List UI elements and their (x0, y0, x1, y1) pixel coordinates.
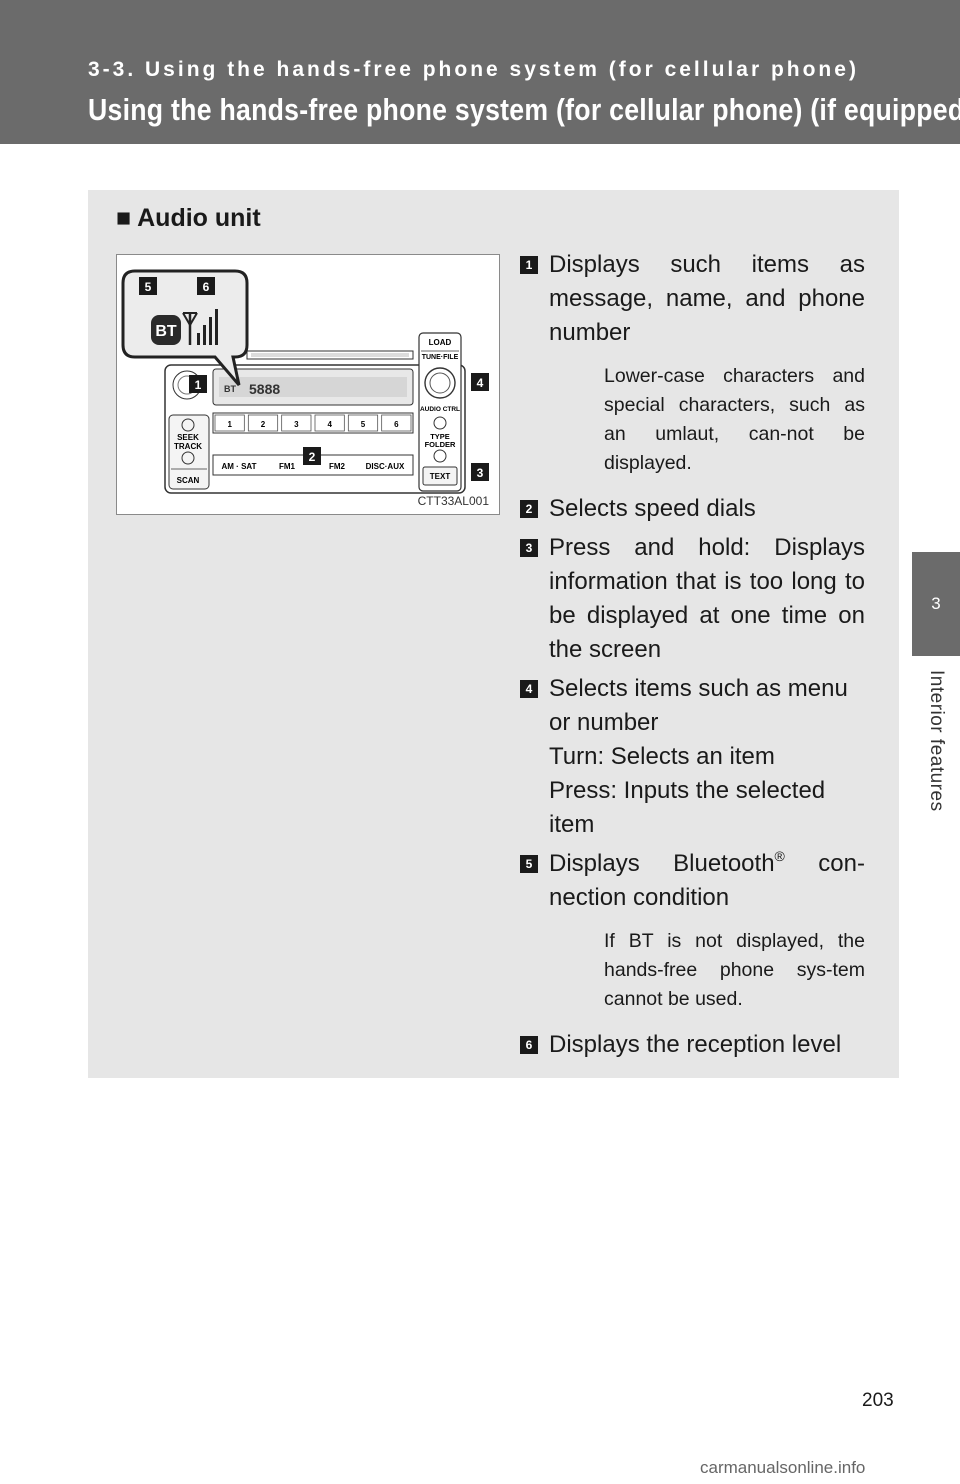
content-panel: ■ Audio unit SEEK TRACK SCAN 5888 BT (88, 190, 899, 1078)
registered-mark: ® (774, 848, 785, 864)
tune-knob (424, 367, 456, 399)
chapter-number: 3 (931, 594, 941, 613)
preset-label: 1 (227, 420, 232, 429)
callout-label: 1 (195, 378, 202, 392)
item-marker: 2 (520, 500, 538, 518)
note: Lower-case characters and special charac… (604, 365, 865, 474)
list-item: 1 Displays such items as message, name, … (520, 248, 865, 350)
preset-label: 6 (394, 420, 399, 429)
page-header: 3-3. Using the hands-free phone system (… (0, 0, 960, 144)
display-bt: BT (224, 384, 236, 394)
antenna-icon (182, 312, 198, 345)
preset-label: 2 (261, 420, 266, 429)
seek-down-icon (181, 451, 195, 465)
seek-up-icon (181, 418, 195, 432)
callout-marker-1 (189, 375, 207, 393)
bt-icon-text: BT (155, 323, 177, 340)
zoom-bubble (121, 269, 249, 386)
am-sat-button: AM · SAT (222, 462, 257, 471)
callout-label: 4 (477, 376, 484, 390)
list-item: 2 Selects speed dials (520, 492, 865, 526)
display-digits: 5888 (249, 381, 280, 397)
preset-label: 4 (327, 420, 332, 429)
track-label: TRACK (174, 442, 202, 451)
preset-button-5 (347, 414, 379, 432)
display-segments (219, 377, 407, 397)
tune-file-label: TUNE·FILE (422, 354, 459, 361)
item-marker: 3 (520, 539, 538, 557)
list-item: 6 Displays the reception level (520, 1028, 865, 1062)
item-marker: 5 (520, 855, 538, 873)
type-down-icon (433, 449, 447, 463)
preset-button-3 (281, 414, 312, 432)
folder-label: FOLDER (425, 440, 456, 449)
cd-slot-inner (251, 353, 409, 357)
preset-button-1 (214, 414, 245, 432)
callout-marker-2 (303, 447, 321, 465)
item-marker: 4 (520, 680, 538, 698)
bt-icon-bg (151, 315, 181, 345)
load-button: LOAD (429, 338, 452, 347)
callout-marker-6 (197, 277, 215, 295)
seek-label: SEEK (177, 433, 199, 442)
callout-markers: 1 2 3 4 5 6 (139, 277, 489, 481)
scan-label: SCAN (177, 476, 200, 485)
callout-label: 2 (309, 450, 316, 464)
preset-label: 3 (294, 420, 299, 429)
callout-marker-4 (471, 373, 489, 391)
section-heading: 3-3. Using the hands-free phone system (… (88, 58, 859, 81)
list-item: 5 Displays Bluetooth® con-nection condit… (520, 847, 865, 915)
watermark: carmanualsonline.info (700, 1458, 866, 1477)
list-item: 4 Selects items such as menu or number T… (520, 672, 865, 842)
fm2-button: FM2 (329, 462, 346, 471)
type-label: TYPE (430, 432, 450, 441)
preset-button-6 (381, 414, 412, 432)
audio-ctrl-label: AUDIO CTRL (420, 406, 460, 413)
item-list: 1 Displays such items as message, name, … (520, 248, 865, 1062)
page-title: Using the hands-free phone system (for c… (88, 92, 960, 127)
note: If BT is not displayed, the hands-free p… (604, 930, 865, 1010)
preset-buttons: 1 2 3 4 5 6 (214, 414, 412, 432)
type-up-icon (433, 416, 447, 430)
chapter-tab[interactable]: 3 (912, 552, 960, 656)
preset-button-2 (247, 414, 279, 432)
callout-label: 5 (145, 280, 152, 294)
preset-button-4 (314, 414, 345, 432)
disc-aux-button: DISC·AUX (366, 462, 405, 471)
text-button-frame (422, 466, 458, 486)
figure-code: CTT33AL001 (417, 494, 489, 508)
signal-bars-icon (197, 309, 218, 345)
callout-marker-5 (139, 277, 157, 295)
chapter-label: Interior features (926, 670, 947, 812)
page-number: 203 (862, 1390, 894, 1411)
tune-knob-inner (429, 372, 451, 394)
subheading: ■ Audio unit (116, 204, 261, 232)
text-button: TEXT (430, 472, 451, 481)
fm1-button: FM1 (279, 462, 296, 471)
list-item: 3 Press and hold: Displays information t… (520, 531, 865, 667)
preset-label: 5 (361, 420, 366, 429)
callout-label: 6 (203, 280, 210, 294)
item-marker: 1 (520, 256, 538, 274)
item-marker: 6 (520, 1036, 538, 1054)
callout-label: 3 (477, 466, 484, 480)
callout-marker-3 (471, 463, 489, 481)
